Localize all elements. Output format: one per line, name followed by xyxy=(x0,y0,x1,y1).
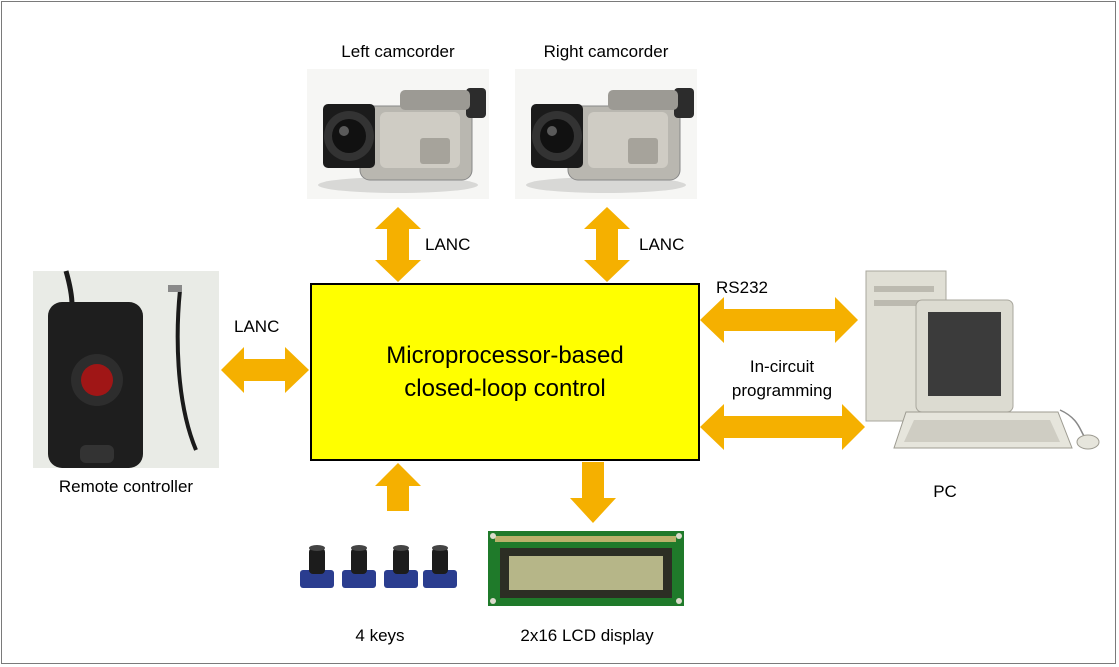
arrow-remote-lanc xyxy=(221,347,309,393)
mcu-block: Microprocessor-based closed-loop control xyxy=(310,283,700,461)
left-camcorder-label: Left camcorder xyxy=(341,42,455,61)
programming-label: programming xyxy=(731,381,833,400)
keys-image xyxy=(300,545,457,588)
lanc-remote-label: LANC xyxy=(234,317,280,336)
keys-label: 4 keys xyxy=(355,626,405,645)
remote-controller-label: Remote controller xyxy=(58,477,194,496)
arrow-pc-rs232 xyxy=(700,297,858,343)
rs232-label: RS232 xyxy=(716,278,768,297)
arrow-left-camcorder-lanc xyxy=(375,207,421,282)
lcd-display-label: 2x16 LCD display xyxy=(520,626,654,645)
lanc-left-camcorder-label: LANC xyxy=(425,235,471,254)
in-circuit-label: In-circuit xyxy=(749,357,815,376)
remote-controller-image xyxy=(33,270,219,468)
right-camcorder-image xyxy=(515,69,697,199)
arrow-keys-to-mcu xyxy=(375,463,421,511)
right-camcorder-label: Right camcorder xyxy=(543,42,669,61)
left-camcorder-image xyxy=(307,69,489,199)
pc-label: PC xyxy=(933,482,957,501)
lcd-display-image xyxy=(488,531,684,606)
pc-image xyxy=(865,270,1100,450)
mcu-label-line1: Microprocessor-based xyxy=(386,342,624,369)
arrow-mcu-to-lcd xyxy=(570,462,616,523)
mcu-label-line2: closed-loop control xyxy=(404,375,606,402)
lanc-right-camcorder-label: LANC xyxy=(639,235,685,254)
arrow-pc-in-circuit-programming xyxy=(700,404,865,450)
arrow-right-camcorder-lanc xyxy=(584,207,630,282)
